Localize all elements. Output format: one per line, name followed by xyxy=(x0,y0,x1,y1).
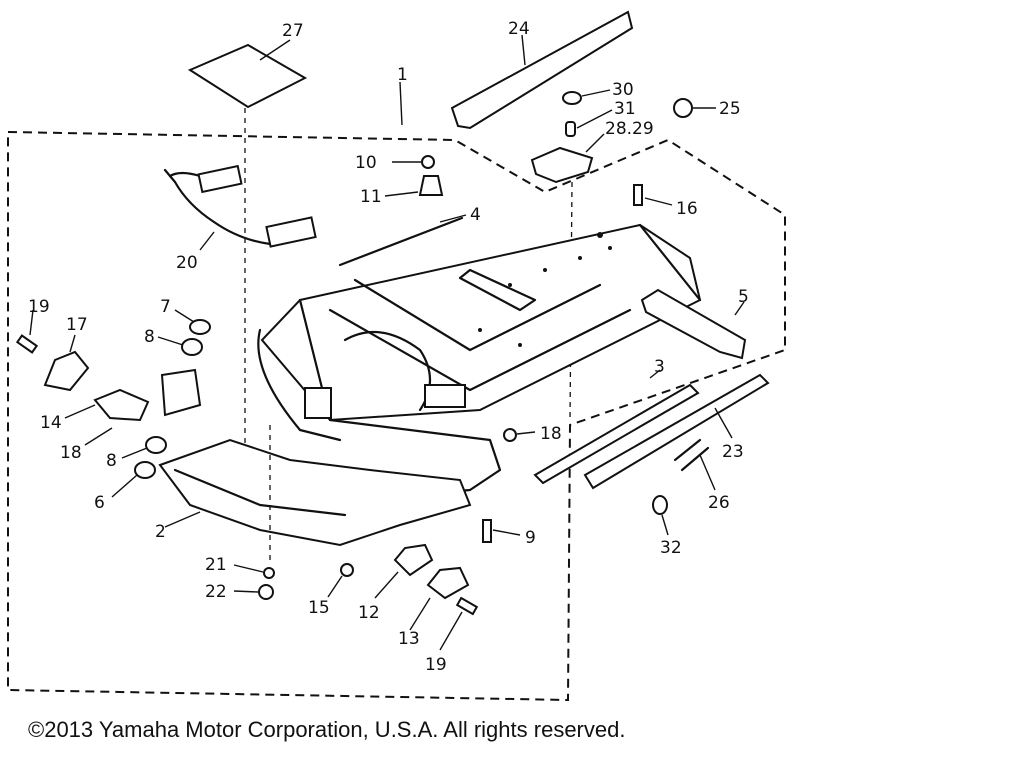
part-19-bolt-bottom xyxy=(455,596,479,616)
part-7-washer xyxy=(189,319,211,335)
callout-18-left: 18 xyxy=(60,443,82,463)
callout-12: 12 xyxy=(358,603,380,623)
callout-3: 3 xyxy=(654,357,665,377)
part-10-nut xyxy=(421,155,435,169)
callout-18-right: 18 xyxy=(540,424,562,444)
callout-2: 2 xyxy=(155,522,166,542)
callout-6: 6 xyxy=(94,493,105,513)
callout-8-top: 8 xyxy=(144,327,155,347)
callout-25: 25 xyxy=(719,99,741,119)
part-4-rod xyxy=(338,216,464,267)
part-24-strip xyxy=(450,10,634,130)
part-28-29-bracket xyxy=(530,146,594,184)
part-27-plate xyxy=(187,43,308,109)
part-20-handle xyxy=(163,168,302,246)
callout-9: 9 xyxy=(525,528,536,548)
callout-13: 13 xyxy=(398,629,420,649)
callout-4: 4 xyxy=(470,205,481,225)
part-8-washer-bottom xyxy=(145,436,167,454)
part-22-nut xyxy=(258,584,274,600)
callout-21: 21 xyxy=(205,555,227,575)
callout-19-bottom: 19 xyxy=(425,655,447,675)
part-30-bolt-head xyxy=(562,91,582,105)
callout-11: 11 xyxy=(360,187,382,207)
part-23-rail xyxy=(583,373,770,490)
part-15-nut xyxy=(340,563,354,577)
part-26-clip xyxy=(673,438,710,472)
part-16-bolt xyxy=(633,184,643,206)
callout-20: 20 xyxy=(176,253,198,273)
callout-27: 27 xyxy=(282,21,304,41)
callout-32: 32 xyxy=(660,538,682,558)
callout-19-left: 19 xyxy=(28,297,50,317)
part-12-bracket xyxy=(393,543,434,577)
main-frame xyxy=(257,223,702,502)
part-2-lower-pan xyxy=(158,438,472,547)
callout-26: 26 xyxy=(708,493,730,513)
callout-30: 30 xyxy=(612,80,634,100)
callout-8-bottom: 8 xyxy=(106,451,117,471)
part-6-washer xyxy=(134,461,156,479)
callout-16: 16 xyxy=(676,199,698,219)
callout-23: 23 xyxy=(722,442,744,462)
callout-24: 24 xyxy=(508,19,530,39)
part-9-bolt xyxy=(482,519,492,543)
callout-7: 7 xyxy=(160,297,171,317)
callout-10: 10 xyxy=(355,153,377,173)
part-17-plate xyxy=(43,350,90,392)
callout-31: 31 xyxy=(614,99,636,119)
part-25-cap xyxy=(673,98,693,118)
callout-1: 1 xyxy=(397,65,408,85)
callout-5: 5 xyxy=(738,287,749,307)
part-5-bracket xyxy=(640,288,747,360)
part-18-washer-right xyxy=(503,428,517,442)
callout-28-29: 28.29 xyxy=(605,119,654,139)
part-32-nut xyxy=(652,495,668,515)
part-14-bracket xyxy=(93,388,150,422)
callout-17: 17 xyxy=(66,315,88,335)
part-31-collar xyxy=(565,121,576,137)
callout-15: 15 xyxy=(308,598,330,618)
part-11-grommet xyxy=(418,175,444,196)
part-19-bolt-left xyxy=(15,334,39,354)
callout-22: 22 xyxy=(205,582,227,602)
part-8-washer-top xyxy=(181,338,203,356)
copyright-notice: ©2013 Yamaha Motor Corporation, U.S.A. A… xyxy=(28,717,626,742)
assembly-boundary xyxy=(7,130,786,702)
part-13-bracket xyxy=(426,566,470,600)
callout-14: 14 xyxy=(40,413,62,433)
part-3-rail xyxy=(533,383,700,485)
part-21-washer xyxy=(263,567,275,579)
